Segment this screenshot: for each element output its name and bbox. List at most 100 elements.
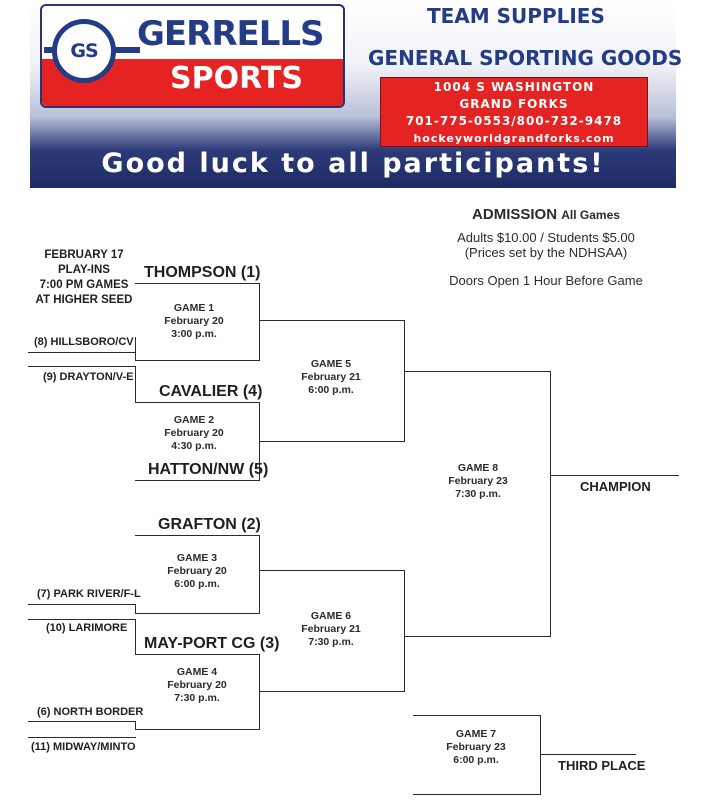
game-time: 6:00 p.m. <box>308 384 354 396</box>
game-date: February 21 <box>301 371 361 383</box>
team-cavalier: CAVALIER (4) <box>159 383 263 400</box>
team-grafton: GRAFTON (2) <box>158 516 261 533</box>
address-phone: 701-775-0553/800-732-9478 <box>405 114 623 128</box>
bracket-line <box>135 366 136 402</box>
game-date: February 23 <box>448 475 508 487</box>
game-time: 7:30 p.m. <box>455 488 501 500</box>
game-date: February 20 <box>164 427 224 439</box>
bracket-line <box>135 283 260 284</box>
team-thompson: THOMPSON (1) <box>144 264 261 281</box>
third-place-label: THIRD PLACE <box>558 758 646 773</box>
game-time: 6:00 p.m. <box>174 578 220 590</box>
bracket-line <box>28 721 136 722</box>
game-name: GAME 1 <box>173 302 215 314</box>
bracket-line <box>405 371 551 372</box>
admission-note: (Prices set by the NDHSAA) <box>464 245 628 260</box>
admission-label: ADMISSION <box>472 206 558 223</box>
bracket-line <box>135 337 136 361</box>
bracket-line <box>135 480 260 481</box>
admission-scope: All Games <box>561 208 620 222</box>
team-north-border: (6) NORTH BORDER <box>37 706 144 718</box>
bracket-line <box>550 371 551 637</box>
game-name: GAME 2 <box>173 414 215 426</box>
bracket-line <box>28 366 136 367</box>
address-website[interactable]: hockeyworldgrandforks.com <box>413 132 615 145</box>
admission-doors: Doors Open 1 Hour Before Game <box>449 273 643 288</box>
game-time: 7:30 p.m. <box>174 692 220 704</box>
bracket-line <box>135 654 260 655</box>
bracket-line <box>135 604 136 614</box>
bracket-line <box>135 613 260 614</box>
team-hillsboro: (8) HILLSBORO/CV <box>34 336 134 348</box>
game-date: February 20 <box>167 679 227 691</box>
game-time: 3:00 p.m. <box>171 328 217 340</box>
bracket-line <box>135 360 260 361</box>
bracket-line <box>28 619 136 620</box>
bracket-line <box>28 604 136 605</box>
gs-monogram: GS <box>52 19 116 83</box>
bracket-line <box>404 570 405 692</box>
bracket-line <box>413 794 541 795</box>
bracket-line <box>259 402 260 481</box>
address-street: 1004 S WASHINGTON <box>433 80 595 94</box>
champion-label: CHAMPION <box>580 479 651 494</box>
game-6: GAME 6 February 21 7:30 p.m. <box>276 610 386 649</box>
bracket-line <box>260 441 405 442</box>
bracket-line <box>260 570 405 571</box>
game-name: GAME 6 <box>310 610 352 622</box>
team-hatton: HATTON/NW (5) <box>148 461 269 478</box>
game-date: February 20 <box>164 315 224 327</box>
bracket-line <box>540 715 541 795</box>
game-name: GAME 5 <box>310 358 352 370</box>
address-box: 1004 S WASHINGTON GRAND FORKS 701-775-05… <box>380 77 648 147</box>
game-2: GAME 2 February 20 4:30 p.m. <box>139 414 249 453</box>
game-3: GAME 3 February 20 6:00 p.m. <box>142 552 252 591</box>
game-name: GAME 3 <box>176 552 218 564</box>
bracket-line <box>259 283 260 361</box>
team-park-river: (7) PARK RIVER/F-L <box>37 588 141 600</box>
bracket-line <box>541 754 636 755</box>
brand-sub: SPORTS <box>170 61 303 96</box>
bracket-line <box>413 715 541 716</box>
header-title-team-supplies: TEAM SUPPLIES <box>427 4 605 28</box>
bracket-line <box>135 402 260 403</box>
header-title-sporting-goods: GENERAL SPORTING GOODS <box>368 46 683 70</box>
bracket-line <box>135 721 136 730</box>
game-7: GAME 7 February 23 6:00 p.m. <box>421 728 531 767</box>
game-4: GAME 4 February 20 7:30 p.m. <box>142 666 252 705</box>
game-1: GAME 1 February 20 3:00 p.m. <box>139 302 249 341</box>
playin-time: 7:00 PM GAMES <box>39 279 129 291</box>
address-city: GRAND FORKS <box>459 97 569 111</box>
bracket-line <box>259 535 260 614</box>
bracket-line <box>260 320 405 321</box>
bracket-line <box>551 475 679 476</box>
game-time: 6:00 p.m. <box>453 754 499 766</box>
team-larimore: (10) LARIMORE <box>46 622 128 634</box>
bracket-line <box>260 691 405 692</box>
game-8: GAME 8 February 23 7:30 p.m. <box>423 462 533 501</box>
bracket-line <box>135 729 260 730</box>
bracket-line <box>259 654 260 730</box>
bracket-line <box>28 352 136 353</box>
gs-monogram-text: GS <box>70 40 98 62</box>
brand-name: GERRELLS <box>137 14 325 54</box>
team-midway: (11) MIDWAY/MINTO <box>31 741 136 753</box>
bracket-line <box>135 619 136 655</box>
bracket-line <box>28 737 136 738</box>
game-date: February 23 <box>446 741 506 753</box>
gerrells-logo: GS GERRELLS SPORTS <box>40 4 345 108</box>
game-time: 7:30 p.m. <box>308 636 354 648</box>
team-mayport: MAY-PORT CG (3) <box>144 635 280 652</box>
team-drayton: (9) DRAYTON/V-E <box>43 371 134 383</box>
playin-site: AT HIGHER SEED <box>35 294 133 306</box>
admission-heading: ADMISSION All Games <box>420 206 672 223</box>
game-name: GAME 4 <box>176 666 218 678</box>
bracket-line <box>135 535 260 536</box>
tagline: Good luck to all participants! <box>101 148 605 179</box>
playin-label: PLAY-INS <box>58 264 110 276</box>
playin-date: FEBRUARY 17 <box>44 249 124 261</box>
game-name: GAME 7 <box>455 728 497 740</box>
playin-note: FEBRUARY 17 PLAY-INS 7:00 PM GAMES AT HI… <box>28 248 140 308</box>
admission-prices: Adults $10.00 / Students $5.00 <box>457 230 635 245</box>
game-time: 4:30 p.m. <box>171 440 217 452</box>
